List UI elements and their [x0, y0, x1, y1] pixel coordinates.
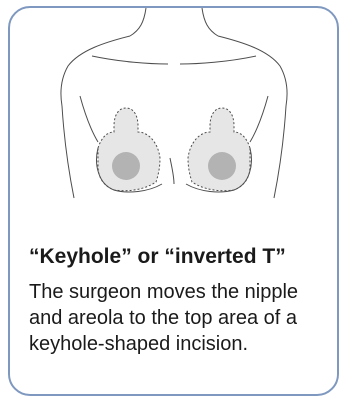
torso-illustration [10, 8, 337, 220]
cleavage-line [170, 158, 174, 184]
neck-right-outline [202, 8, 218, 36]
left-areola [112, 152, 140, 180]
underarm-left [80, 96, 98, 142]
procedure-title: “Keyhole” or “inverted T” [29, 244, 286, 270]
clavicle-right [180, 56, 256, 64]
procedure-card: “Keyhole” or “inverted T” The surgeon mo… [8, 6, 339, 396]
neck-left-outline [130, 8, 146, 36]
shoulder-right-outline [218, 36, 287, 106]
shoulder-left-outline [61, 36, 130, 106]
procedure-description: The surgeon moves the nipple and areola … [29, 279, 319, 357]
torso-right-side [274, 106, 286, 198]
right-areola [208, 152, 236, 180]
torso-left-side [62, 106, 74, 198]
underarm-right [250, 96, 268, 142]
clavicle-left [92, 56, 168, 64]
